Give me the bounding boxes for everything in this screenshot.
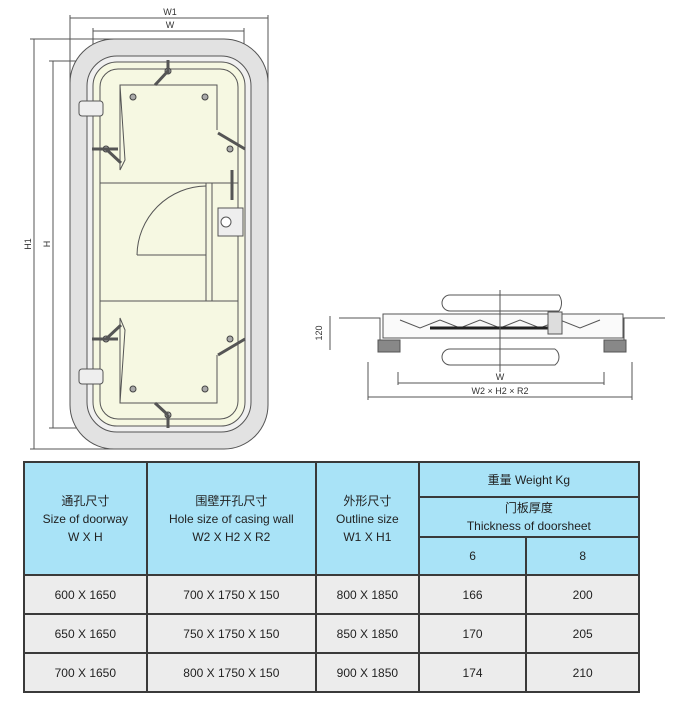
section-view xyxy=(329,290,665,400)
handle-icon xyxy=(220,216,232,228)
header-weight: 重量 Weight Kg xyxy=(417,461,641,498)
header-thickness: 门板厚度 Thickness of doorsheet xyxy=(417,496,641,538)
label-section-hole: W2 × H2 × R2 xyxy=(471,386,528,396)
cell-doorway: 600 X 1650 xyxy=(23,574,148,615)
spec-table: 通孔尺寸 Size of doorway W X H 围壁开孔尺寸 Hole s… xyxy=(23,461,641,693)
cell-outline-size: 800 X 1850 xyxy=(315,574,420,615)
door-drawing: W1 W H1 H 120 W W2 × H2 × R2 xyxy=(23,7,665,450)
cell-hole-size: 800 X 1750 X 150 xyxy=(145,652,318,693)
header-outline-size: 外形尺寸 Outline size W1 X H1 xyxy=(315,461,420,576)
hinge-bottom xyxy=(78,368,104,385)
table-row: 600 X 1650 700 X 1750 X 150 800 X 1850 1… xyxy=(23,574,640,615)
cell-doorway: 650 X 1650 xyxy=(23,613,148,654)
label-h: H xyxy=(42,241,52,248)
label-thickness: 120 xyxy=(314,325,324,340)
cell-weight-6: 174 xyxy=(417,652,528,693)
cell-outline-size: 850 X 1850 xyxy=(315,613,420,654)
label-w: W xyxy=(166,20,175,30)
cell-doorway: 700 X 1650 xyxy=(23,652,148,693)
header-thickness-6: 6 xyxy=(417,536,528,576)
header-hole-size: 围壁开孔尺寸 Hole size of casing wall W2 X H2 … xyxy=(145,461,318,576)
cell-weight-6: 170 xyxy=(417,613,528,654)
label-w1: W1 xyxy=(163,7,177,17)
front-view xyxy=(30,15,269,450)
door-swing-arc xyxy=(136,185,207,256)
table-row: 700 X 1650 800 X 1750 X 150 900 X 1850 1… xyxy=(23,652,640,693)
cell-weight-8: 200 xyxy=(525,574,640,615)
cell-weight-8: 210 xyxy=(525,652,640,693)
table-row: 650 X 1650 750 X 1750 X 150 850 X 1850 1… xyxy=(23,613,640,654)
header-doorway: 通孔尺寸 Size of doorway W X H xyxy=(23,461,148,576)
label-h1: H1 xyxy=(23,238,33,250)
cell-outline-size: 900 X 1850 xyxy=(315,652,420,693)
cell-weight-8: 205 xyxy=(525,613,640,654)
cell-weight-6: 166 xyxy=(417,574,528,615)
cell-hole-size: 750 X 1750 X 150 xyxy=(145,613,318,654)
header-thickness-8: 8 xyxy=(525,536,640,576)
cell-hole-size: 700 X 1750 X 150 xyxy=(145,574,318,615)
label-section-w: W xyxy=(496,372,505,382)
hinge-top xyxy=(78,100,104,117)
